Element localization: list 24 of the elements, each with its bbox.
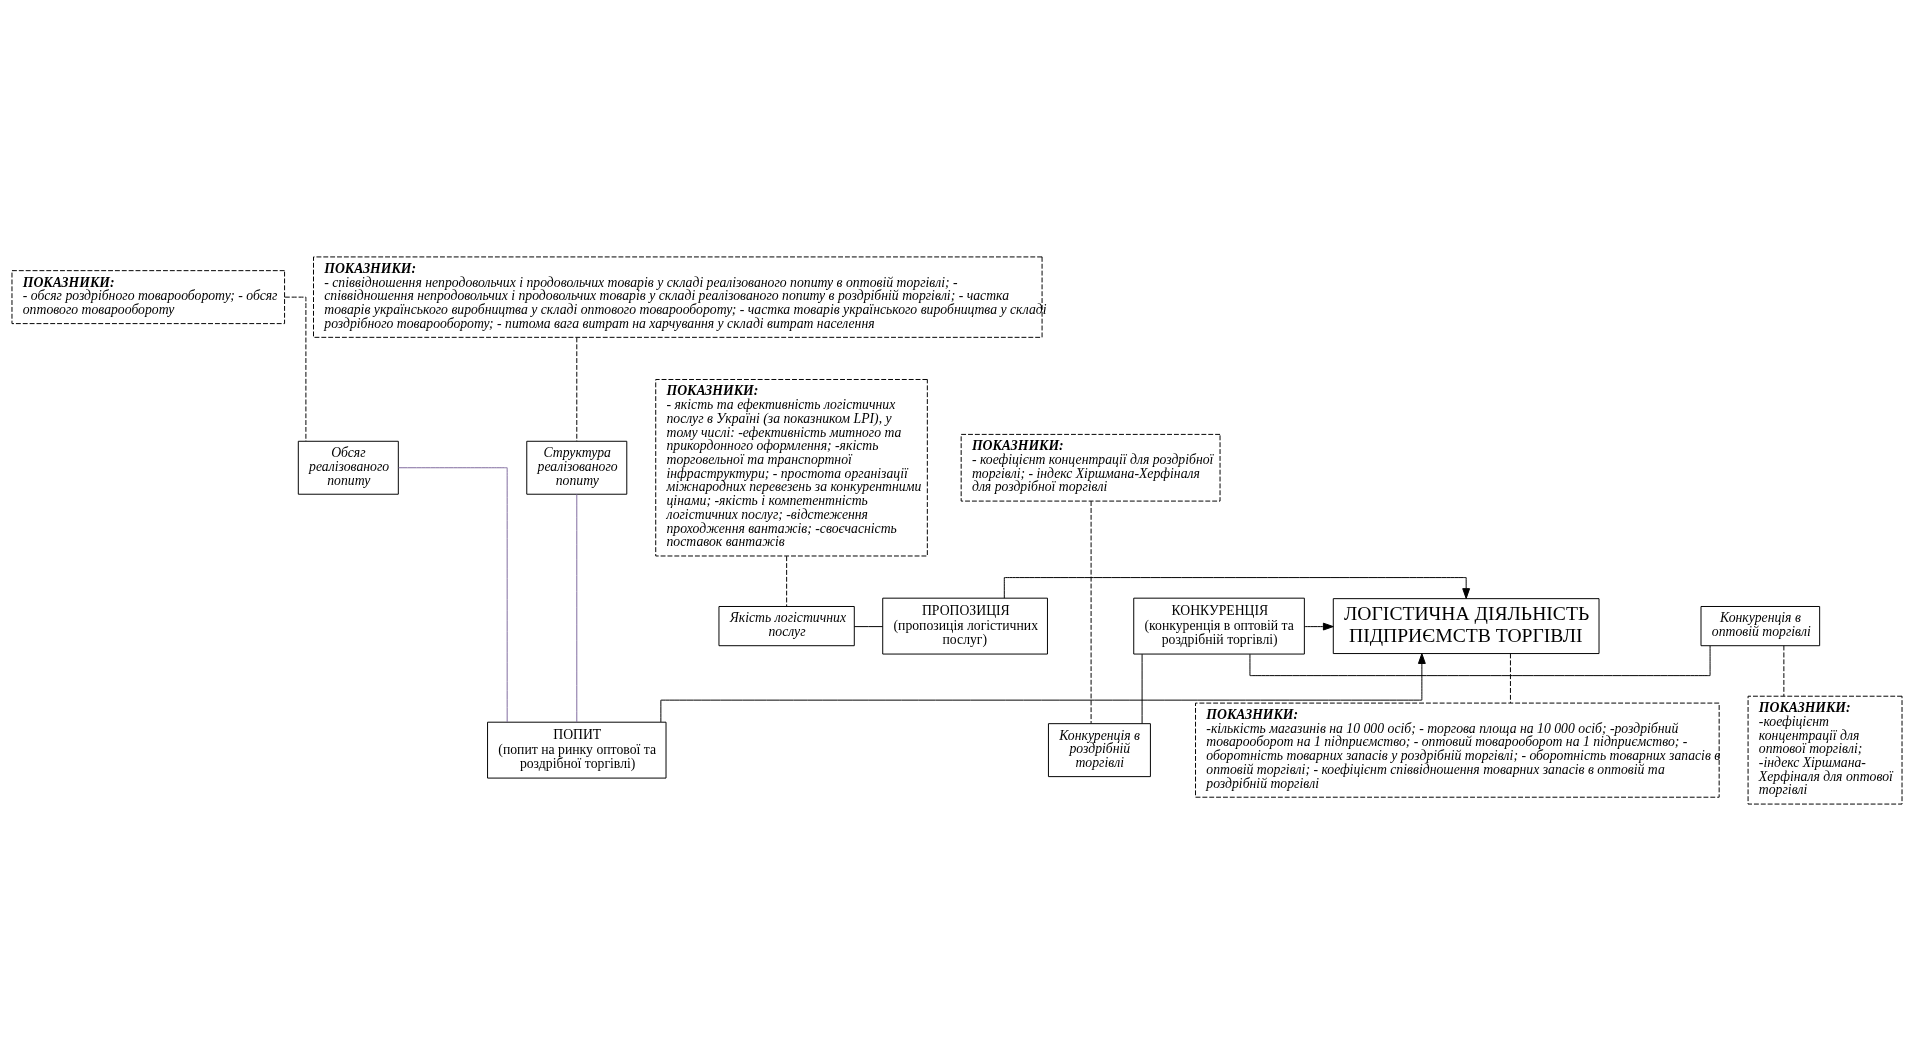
arrow (1303, 622, 1334, 630)
connector (853, 625, 884, 627)
connector (576, 493, 578, 723)
node-box: ПРОПОЗИЦІЯ (пропозиція логістичних послуг) (882, 597, 1048, 655)
connector (1783, 644, 1785, 697)
node-box: Якість логістичних послуг (718, 605, 855, 646)
connector (576, 336, 578, 442)
connector (786, 555, 788, 607)
connector (1090, 500, 1092, 724)
node-box: ПОПИТ (попит на ринку оптової та роздрібної торгівлі) (487, 721, 667, 779)
node-box: ПОКАЗНИКИ: - обсяг роздрібного товарообороту; - обсяг оптового товарообороту (11, 269, 286, 324)
connector (398, 466, 508, 722)
connector (1141, 653, 1143, 724)
node-box: КОНКУРЕНЦІЯ (конкуренція в оптовій та роздрібній торгівлі) (1133, 597, 1305, 655)
node-box: Структура реалізованого попиту (526, 440, 628, 495)
connector (1509, 652, 1511, 703)
node-box: ПОКАЗНИКИ: -коефіцієнт концентрації для оптової торгівлі; -індекс Хіршмана-Херфіналя для оптової торгівлі (1747, 695, 1903, 805)
node-box: Конкуренція в оптовій торгівлі (1700, 605, 1821, 646)
node-box: Обсяг реалізованого попиту (297, 440, 399, 495)
node-box: ПОКАЗНИКИ: -кількість магазинів на 10 000 осіб; - торгова площа на 10 000 осіб; -роздрібний товарооборот на 1 підприємство; - оптовий товарооборот на 1 підприємство; - оборотність товарних запасів у роздрібній торгівлі; - оборотність товарних запасів в оптовій торгівлі; - коефіцієнт співвідношення товарних запасів в оптовій та роздрібній торгівлі (1195, 702, 1720, 798)
node-box: ПОКАЗНИКИ: - якість та ефективність логістичних послуг в Україні (за показником LPI), у тому числі: -ефективність митного та прикордонного оформлення; -якість торговельної та транспортної інфраструктури; - простота організації міжнародних перевезень за конкурентними цінами; -якість і компетентність логістичних послуг; -відстеження проходження вантажів; -своєчасність поставок вантажів (655, 378, 928, 556)
node-box: Конкуренція в роздрібній торгівлі (1047, 722, 1151, 777)
node-box: ЛОГІСТИЧНА ДІЯЛЬНІСТЬ ПІДПРИЄМСТВ ТОРГІВЛІ (1332, 597, 1600, 654)
node-box: ПОКАЗНИКИ: - коефіцієнт концентрації для роздрібної торгівлі; - індекс Хіршмана-Херфіналя для роздрібної торгівлі (960, 433, 1221, 502)
